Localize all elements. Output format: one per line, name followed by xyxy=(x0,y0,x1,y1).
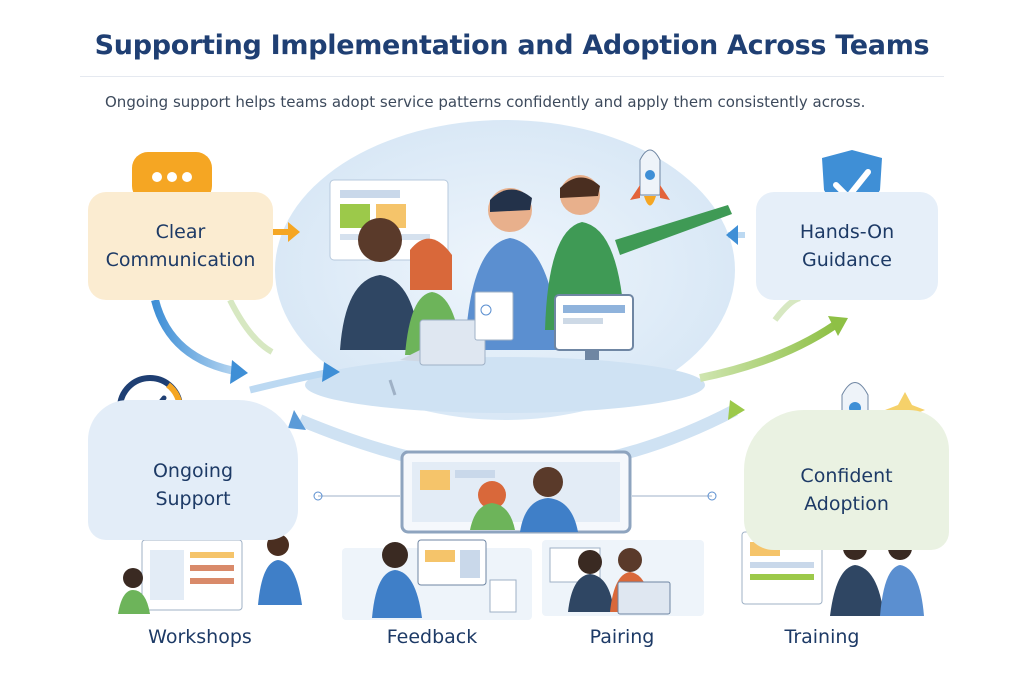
video-call-scene xyxy=(400,450,632,534)
activity-label-feedback: Feedback xyxy=(386,626,478,648)
clear-communication-line2: Communication xyxy=(105,249,256,271)
activity-label-pairing: Pairing xyxy=(589,626,655,648)
pairing-scene xyxy=(542,540,704,616)
title-divider xyxy=(80,76,944,77)
ongoing-support-line2: Support xyxy=(155,488,231,510)
confident-adoption-line2: Adoption xyxy=(804,493,889,515)
activity-label-workshops: Workshops xyxy=(148,626,252,648)
hands-on-guidance-card: Hands-On Guidance xyxy=(756,192,938,300)
clear-communication-line1: Clear xyxy=(155,220,206,243)
page-subtitle: Ongoing support helps teams adopt servic… xyxy=(105,93,866,111)
ongoing-support-line1: Ongoing xyxy=(152,459,234,482)
ongoing-support-card: Ongoing Support xyxy=(88,400,298,540)
workshops-scene xyxy=(118,534,302,614)
hands-on-guidance-line1: Hands-On xyxy=(799,220,895,243)
page-title: Supporting Implementation and Adoption A… xyxy=(94,30,930,61)
hands-on-guidance-line2: Guidance xyxy=(802,249,892,271)
confident-adoption-card: Confident Adoption xyxy=(744,410,949,550)
activity-label-training: Training xyxy=(784,626,860,648)
confident-adoption-line1: Confident xyxy=(800,464,893,487)
feedback-scene xyxy=(342,539,532,620)
clear-communication-card: Clear Communication xyxy=(88,192,273,300)
central-team-scene xyxy=(275,120,735,420)
